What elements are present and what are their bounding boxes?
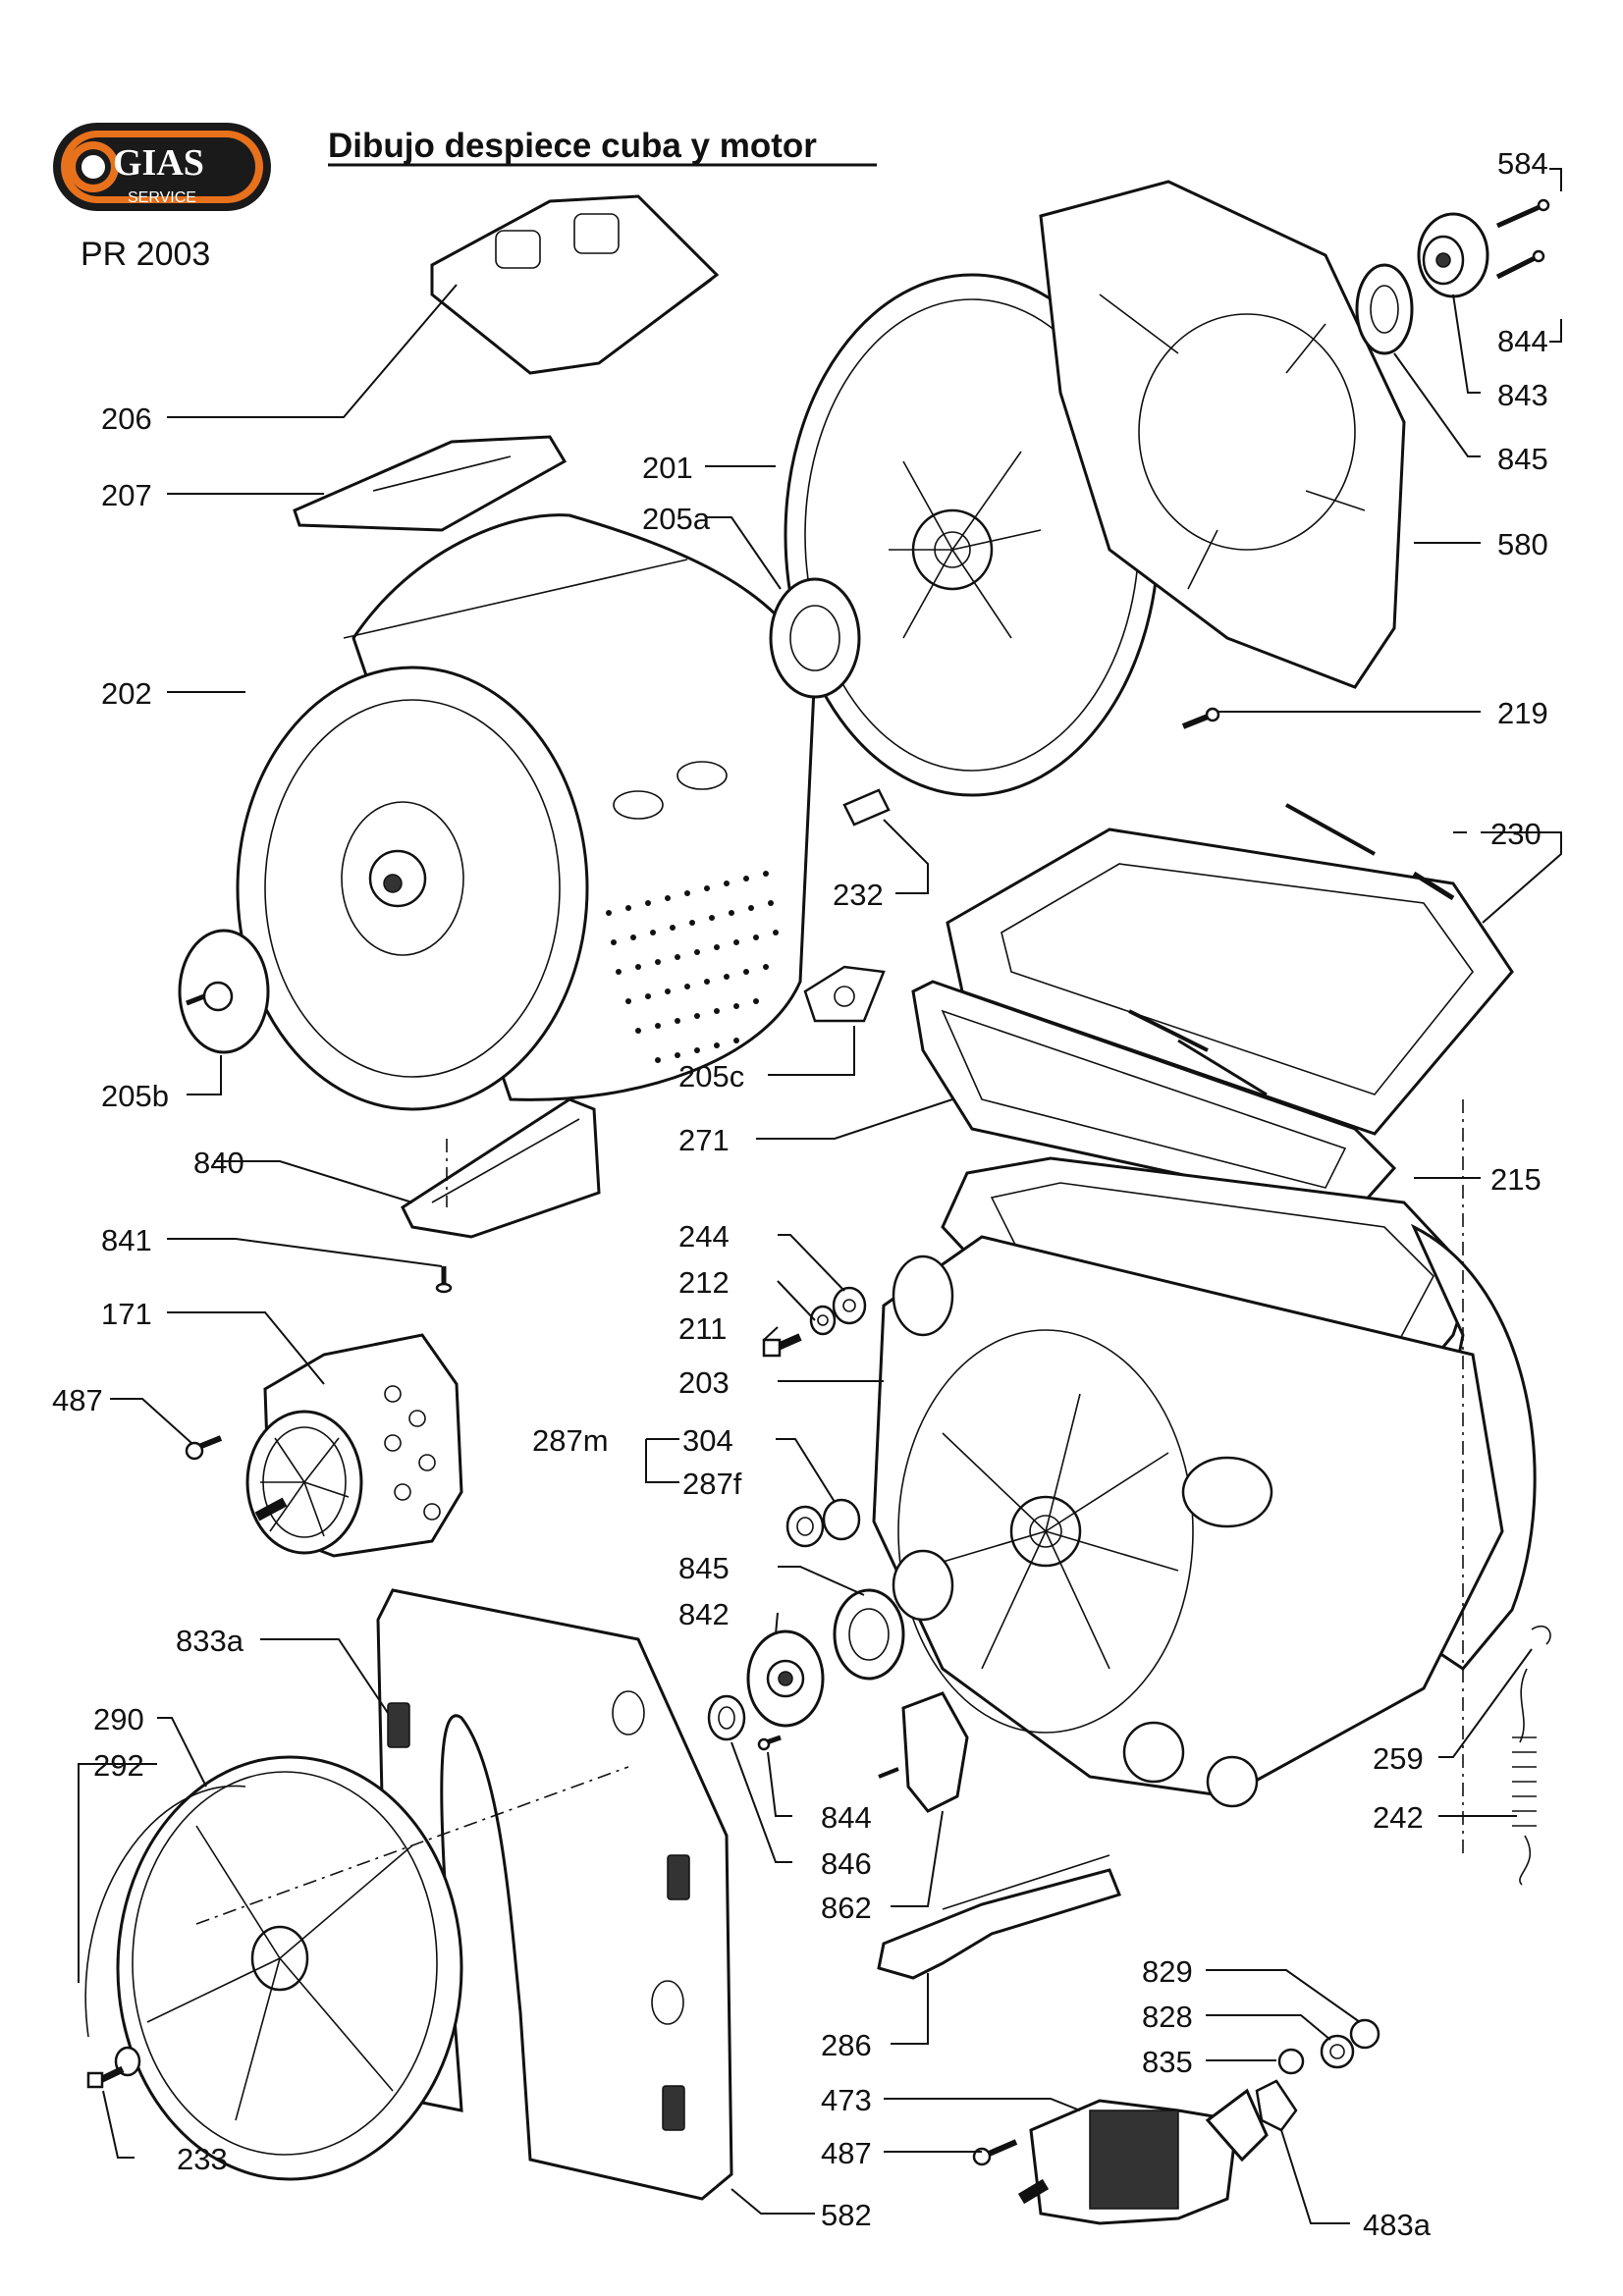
part-290-pulley bbox=[116, 1755, 463, 2181]
label-841: 841 bbox=[101, 1223, 152, 1257]
part-212-washer bbox=[809, 1305, 837, 1336]
part-487-screw-top bbox=[185, 1435, 223, 1461]
label-846: 846 bbox=[821, 1846, 872, 1881]
label-202: 202 bbox=[101, 676, 152, 711]
label-205c: 205c bbox=[678, 1059, 744, 1094]
gias-logo: GIAS SERVICE bbox=[53, 123, 271, 211]
label-207: 207 bbox=[101, 478, 152, 512]
leader-lines bbox=[78, 168, 1562, 2224]
logo-text: GIAS bbox=[113, 142, 204, 184]
part-845-gasket-mid bbox=[833, 1588, 905, 1681]
label-487-bottom: 487 bbox=[821, 2136, 872, 2170]
label-829: 829 bbox=[1142, 1954, 1193, 1989]
part-843-bearing-housing bbox=[1417, 212, 1489, 298]
label-833a: 833a bbox=[176, 1624, 244, 1658]
label-206: 206 bbox=[101, 401, 152, 436]
part-271-seal bbox=[911, 980, 1397, 1214]
label-473: 473 bbox=[821, 2083, 872, 2117]
part-244-washer bbox=[832, 1286, 867, 1325]
part-304-cap bbox=[822, 1498, 861, 1541]
label-843: 843 bbox=[1497, 378, 1548, 412]
label-171: 171 bbox=[101, 1297, 152, 1331]
label-844-mid: 844 bbox=[821, 1800, 872, 1835]
axis-line bbox=[195, 1766, 629, 1925]
label-582: 582 bbox=[821, 2198, 872, 2232]
label-244: 244 bbox=[678, 1219, 730, 1254]
label-219: 219 bbox=[1497, 696, 1548, 730]
part-835-washer bbox=[1277, 2048, 1305, 2075]
part-286-heater bbox=[877, 1854, 1121, 1980]
logo-subtext: SERVICE bbox=[128, 189, 196, 206]
label-287m: 287m bbox=[532, 1423, 609, 1458]
part-841-screw bbox=[435, 1266, 453, 1294]
label-211: 211 bbox=[678, 1311, 727, 1346]
part-202-drum bbox=[236, 513, 817, 1111]
part-580-spider bbox=[1039, 180, 1406, 689]
part-206-drawing bbox=[430, 194, 720, 375]
part-842-bearing bbox=[746, 1629, 825, 1728]
document-code: PR 2003 bbox=[81, 236, 210, 273]
label-230: 230 bbox=[1490, 817, 1542, 851]
label-584: 584 bbox=[1497, 146, 1548, 181]
part-844-screw-mid bbox=[757, 1735, 782, 1751]
label-845: 845 bbox=[1497, 442, 1548, 476]
part-259-hook bbox=[1531, 1625, 1551, 1645]
part-840-lifter bbox=[401, 1097, 601, 1239]
part-219-screw bbox=[1181, 707, 1220, 729]
part-829-nut bbox=[1349, 2018, 1380, 2050]
part-230-rods bbox=[1128, 803, 1455, 1096]
part-242-spring bbox=[1512, 1668, 1537, 1886]
part-487-screw-bottom bbox=[972, 2139, 1018, 2166]
label-842: 842 bbox=[678, 1597, 730, 1631]
label-835: 835 bbox=[1142, 2045, 1193, 2079]
part-232-clip bbox=[842, 788, 891, 827]
label-862: 862 bbox=[821, 1891, 872, 1925]
part-473-motor bbox=[1017, 2088, 1269, 2225]
label-286: 286 bbox=[821, 2028, 872, 2062]
label-259: 259 bbox=[1373, 1741, 1424, 1776]
label-271: 271 bbox=[678, 1123, 730, 1157]
label-212: 212 bbox=[678, 1265, 730, 1300]
part-483a-carbon-brush bbox=[1255, 2079, 1298, 2132]
drum-perforation bbox=[606, 871, 779, 1063]
label-290: 290 bbox=[93, 1702, 144, 1736]
part-233-bolt bbox=[86, 2046, 141, 2089]
label-233: 233 bbox=[177, 2142, 228, 2176]
label-203: 203 bbox=[678, 1365, 730, 1400]
part-205b-flange bbox=[178, 929, 270, 1054]
part-171-motor bbox=[245, 1333, 463, 1558]
label-205b: 205b bbox=[101, 1079, 169, 1113]
label-287f: 287f bbox=[682, 1467, 742, 1501]
part-205c-support bbox=[803, 965, 886, 1023]
part-287-plug bbox=[785, 1505, 825, 1548]
label-292: 292 bbox=[93, 1748, 144, 1783]
label-242: 242 bbox=[1373, 1800, 1424, 1835]
label-828: 828 bbox=[1142, 2000, 1193, 2034]
part-207-drawing bbox=[293, 435, 568, 532]
part-844-screw-top bbox=[1495, 249, 1545, 280]
label-201: 201 bbox=[642, 451, 693, 485]
label-215: 215 bbox=[1490, 1162, 1542, 1197]
label-232: 232 bbox=[833, 878, 884, 912]
label-845-mid: 845 bbox=[678, 1551, 730, 1585]
label-840: 840 bbox=[193, 1146, 244, 1180]
part-828-bushing bbox=[1320, 2034, 1355, 2069]
label-487: 487 bbox=[52, 1383, 103, 1417]
label-580: 580 bbox=[1497, 527, 1548, 561]
part-211-bolt bbox=[762, 1333, 802, 1358]
page-title: Dibujo despiece cuba y motor bbox=[328, 127, 817, 165]
part-862-heater-sensor bbox=[878, 1691, 969, 1813]
label-205a: 205a bbox=[642, 502, 711, 536]
part-584-screw bbox=[1495, 198, 1550, 229]
part-203-tub-body bbox=[872, 1235, 1504, 1808]
label-483a: 483a bbox=[1363, 2208, 1432, 2242]
label-304: 304 bbox=[682, 1423, 733, 1458]
label-844: 844 bbox=[1497, 324, 1548, 358]
part-846-ring bbox=[707, 1694, 746, 1741]
part-205a-flange bbox=[769, 577, 861, 699]
part-845-gasket-top bbox=[1355, 263, 1414, 355]
part-292-belt bbox=[84, 1785, 246, 2038]
